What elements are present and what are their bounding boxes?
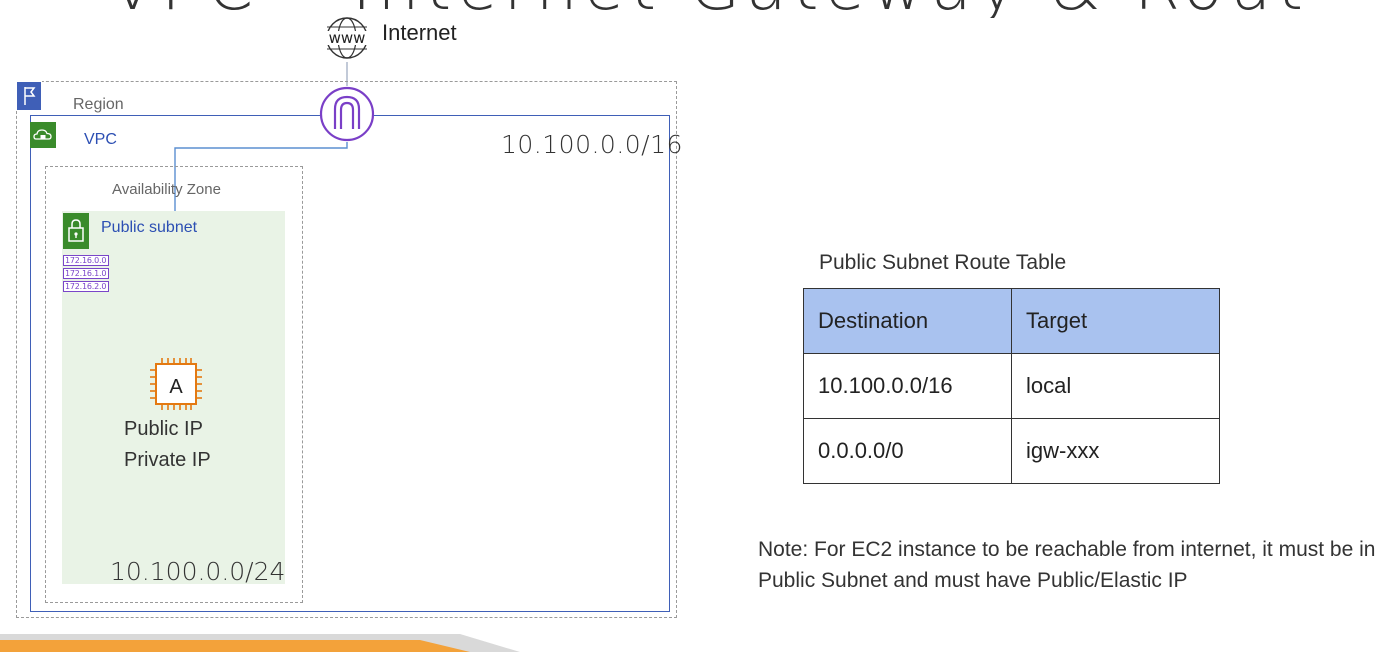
- route-target-cell: local: [1011, 353, 1220, 419]
- decorative-bottom-bar: [0, 634, 520, 652]
- padlock-icon: [63, 213, 89, 249]
- column-header-destination: Destination: [803, 288, 1012, 354]
- region-label: Region: [73, 96, 124, 113]
- ec2-chip-icon: A: [150, 358, 202, 410]
- instance-letter: A: [169, 376, 183, 398]
- public-subnet-label: Public subnet: [101, 219, 198, 236]
- ip-address-tag: 172.16.0.0: [63, 255, 109, 266]
- cloud-lock-icon: [30, 122, 56, 148]
- table-row: 0.0.0.0/0 igw-xxx: [803, 418, 1220, 484]
- note-text: Note: For EC2 instance to be reachable f…: [758, 538, 1376, 592]
- flag-icon: [16, 81, 42, 111]
- route-table: Destination Target 10.100.0.0/16 local 0…: [803, 288, 1220, 484]
- public-ip-label: Public IP: [124, 418, 203, 440]
- private-ip-label: Private IP: [124, 449, 211, 471]
- route-table-caption: Public Subnet Route Table: [819, 251, 1067, 274]
- vpc-cidr: 10.100.0.0/16: [501, 130, 683, 159]
- svg-text:www: www: [329, 29, 366, 47]
- route-destination-cell: 10.100.0.0/16: [803, 353, 1012, 419]
- column-header-target: Target: [1011, 288, 1220, 354]
- slide-title: VPC – Internet Gateway & Route Tables: [110, 0, 1310, 18]
- internet-gateway-icon: [319, 86, 375, 142]
- www-globe-icon: www: [321, 17, 373, 59]
- ip-address-tag: 172.16.1.0: [63, 268, 109, 279]
- availability-zone-container: [45, 166, 303, 603]
- internet-label: Internet: [382, 20, 457, 45]
- table-row: 10.100.0.0/16 local: [803, 353, 1220, 419]
- availability-zone-label: Availability Zone: [112, 181, 221, 198]
- ip-address-tag: 172.16.2.0: [63, 281, 109, 292]
- route-target-cell: igw-xxx: [1011, 418, 1220, 484]
- region-container: [16, 81, 677, 618]
- public-subnet-cidr: 10.100.0.0/24: [110, 557, 286, 586]
- route-destination-cell: 0.0.0.0/0: [803, 418, 1012, 484]
- vpc-label: VPC: [84, 131, 117, 148]
- route-table-header-row: Destination Target: [803, 288, 1220, 354]
